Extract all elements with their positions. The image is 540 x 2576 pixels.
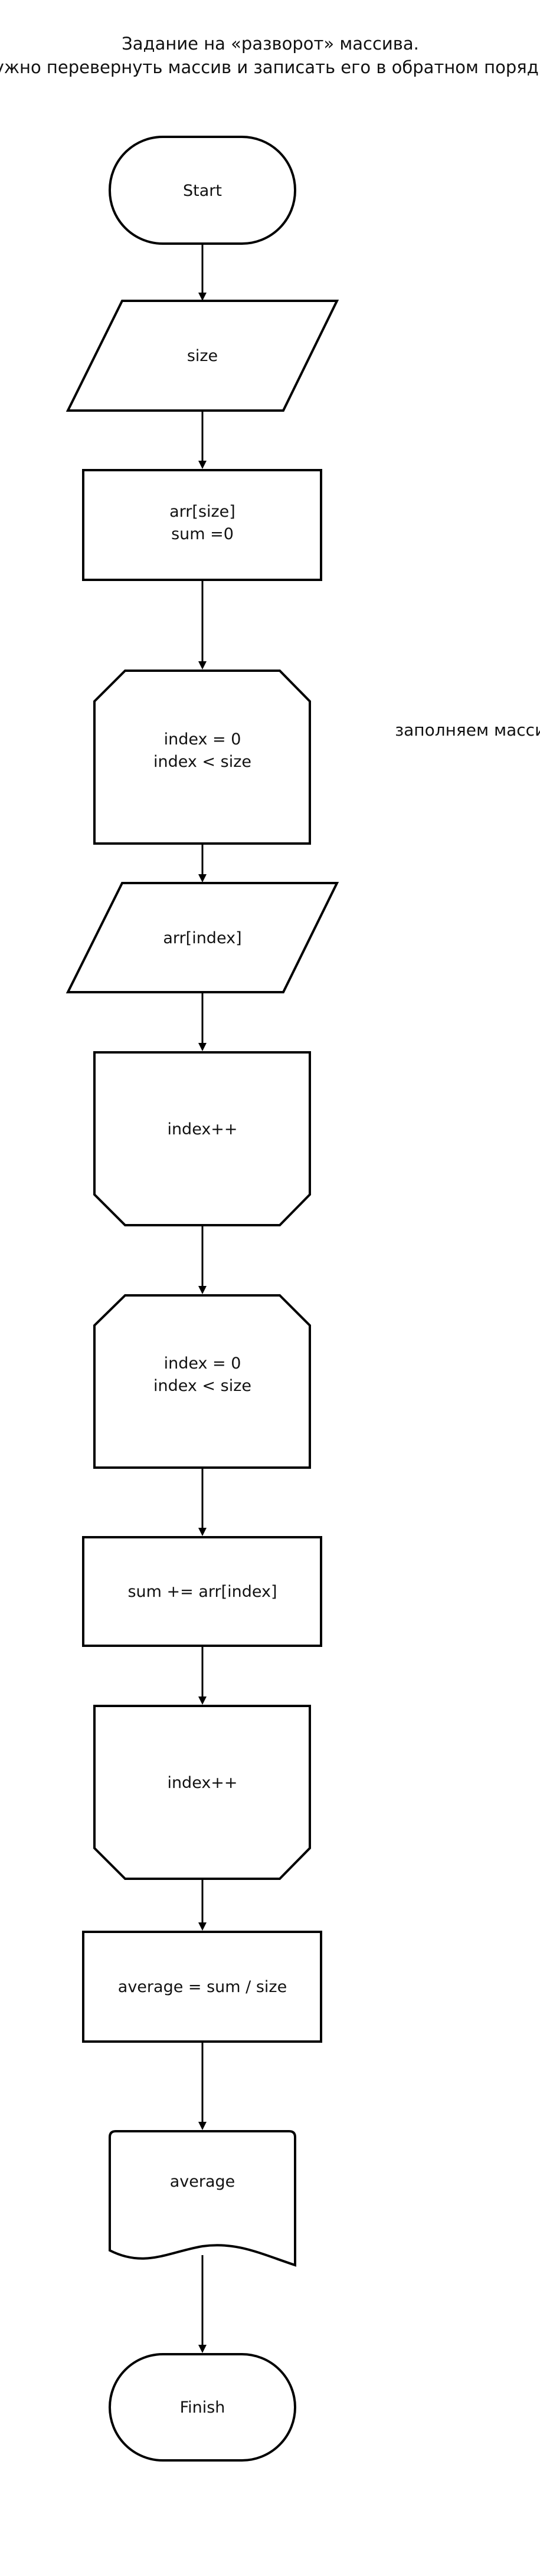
- init-line-1: arr[size]: [169, 503, 235, 521]
- arrowhead: [198, 1528, 207, 1536]
- connectors: [198, 244, 207, 2353]
- loop1-end-node: index++: [93, 1051, 311, 1226]
- title-line-2: Нужно перевернуть массив и записать его …: [0, 57, 540, 77]
- arrowhead: [198, 1922, 207, 1931]
- parallelogram-shape: [66, 300, 339, 412]
- output-average-node: average: [109, 2130, 296, 2267]
- process-shape: [82, 469, 322, 581]
- terminator-shape: [109, 2353, 296, 2462]
- finish-node: Finish: [109, 2353, 296, 2462]
- terminator-shape: [109, 136, 296, 245]
- title-line-1: Задание на «разворот» массива.: [122, 34, 419, 54]
- loop-end-shape: [93, 1051, 311, 1226]
- loop2-start-line-1: index = 0: [164, 1354, 241, 1373]
- sum-process-node: sum += arr[index]: [82, 1536, 322, 1647]
- process-shape: [82, 1931, 322, 2043]
- loop2-end-label: index++: [167, 1774, 237, 1792]
- loop2-start-node: index = 0 index < size: [93, 1294, 311, 1469]
- arrowhead: [198, 2345, 207, 2353]
- loop-end-shape: [93, 1705, 311, 1880]
- loop1-start-node: index = 0 index < size: [93, 670, 311, 845]
- loop2-end-node: index++: [93, 1705, 311, 1880]
- start-label: Start: [183, 182, 222, 200]
- arrowhead: [198, 2122, 207, 2130]
- output-average-label: average: [170, 2173, 235, 2191]
- start-node: Start: [109, 136, 296, 245]
- arrowhead: [198, 293, 207, 301]
- arrowhead: [198, 1696, 207, 1705]
- arrowhead: [198, 1286, 207, 1294]
- arrowhead: [198, 874, 207, 882]
- sum-label: sum += arr[index]: [127, 1583, 277, 1601]
- init-line-2: sum =0: [171, 525, 234, 543]
- finish-label: Finish: [180, 2398, 225, 2417]
- parallelogram-shape: [66, 882, 339, 993]
- arrowhead: [198, 661, 207, 670]
- loop-start-shape: [93, 1294, 311, 1469]
- init-process-node: arr[size] sum =0: [82, 469, 322, 581]
- document-shape: [109, 2130, 296, 2267]
- loop-start-shape: [93, 670, 311, 845]
- input-size-label: size: [187, 347, 218, 365]
- input-arr-label: arr[index]: [163, 929, 241, 947]
- average-calc-label: average = sum / size: [118, 1978, 287, 1996]
- process-shape: [82, 1536, 322, 1647]
- arrowhead: [198, 1043, 207, 1051]
- average-process-node: average = sum / size: [82, 1931, 322, 2043]
- input-arr-node: arr[index]: [66, 882, 339, 993]
- loop2-start-line-2: index < size: [153, 1377, 251, 1395]
- arrowhead: [198, 461, 207, 469]
- loop1-start-line-2: index < size: [153, 753, 251, 771]
- loop1-end-label: index++: [167, 1120, 237, 1138]
- side-note: заполняем массив: [395, 720, 540, 740]
- input-size-node: size: [66, 300, 339, 412]
- loop1-start-line-1: index = 0: [164, 730, 241, 749]
